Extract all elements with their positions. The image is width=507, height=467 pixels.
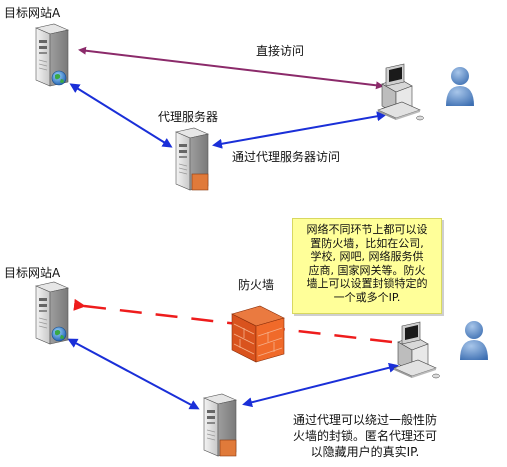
caption-line: 以隐藏用户的真实IP. — [310, 445, 420, 459]
caption-line: 通过代理可以绕过一般性防 — [292, 413, 437, 427]
bypass-caption: 通过代理可以绕过一般性防 火墙的封锁。匿名代理还可 以隐藏用户的真实IP. — [282, 412, 448, 460]
firewall-note: 网络不同环节上都可以设 置防火墙，比如在公司, 学校, 网吧, 网络服务供 应商… — [292, 218, 442, 314]
user-icon — [446, 67, 474, 106]
caption-line: 火墙的封锁。匿名代理还可 — [292, 429, 437, 443]
computer-icon — [377, 63, 424, 121]
proxy-to-client-line — [212, 111, 387, 149]
note-line: 学校, 网吧, 网络服务供 — [310, 250, 424, 264]
note-line: 墙上可以设置封锁特定的 — [306, 277, 428, 291]
direct-access-label: 直接访问 — [256, 44, 305, 58]
proxy-badge — [191, 173, 209, 191]
note-line: 一个或多个IP. — [333, 290, 401, 304]
globe-icon — [51, 70, 67, 86]
note-line: 置防火墙，比如在公司, — [310, 236, 424, 250]
direct-access-line — [78, 46, 384, 90]
note-line: 网络不同环节上都可以设 — [306, 223, 428, 236]
via-proxy-label: 通过代理服务器访问 — [232, 150, 341, 164]
firewall-label: 防火墙 — [238, 278, 275, 292]
proxy-badge — [219, 439, 237, 457]
note-line: 应商, 国家网关等。防火 — [308, 263, 426, 277]
user-icon — [460, 321, 488, 360]
site-label-bottom: 目标网站A — [4, 266, 61, 280]
globe-icon — [51, 326, 67, 342]
proxy-to-client-line — [242, 362, 399, 408]
computer-icon — [393, 321, 440, 379]
firewall-icon — [231, 305, 285, 363]
site-label-top: 目标网站A — [4, 6, 61, 20]
site-to-proxy-line — [67, 338, 200, 410]
proxy-server-label: 代理服务器 — [158, 110, 219, 124]
site-to-proxy-line — [69, 83, 173, 148]
